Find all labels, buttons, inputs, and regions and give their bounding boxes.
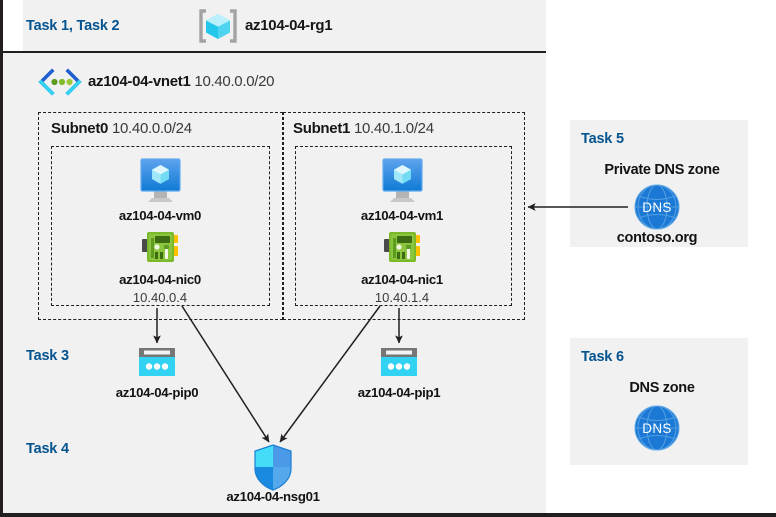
frame-bottom-border bbox=[0, 513, 776, 517]
virtual-machine-icon bbox=[133, 157, 188, 205]
nic0-label: az104-04-nic0 bbox=[119, 272, 201, 287]
public-ip-address-icon bbox=[378, 345, 420, 381]
virtual-machine-icon bbox=[375, 157, 430, 205]
dns-icon-text: DNS bbox=[642, 200, 671, 215]
private-dns-zone-name: contoso.org bbox=[616, 230, 698, 246]
subnet0-cidr: 10.40.0.0/24 bbox=[111, 120, 192, 137]
dns-globe-icon: DNS bbox=[633, 404, 681, 452]
nsg-label: az104-04-nsg01 bbox=[226, 489, 320, 504]
resource-group-name: az104-04-rg1 bbox=[245, 17, 333, 34]
subnet0-boundary bbox=[38, 112, 283, 320]
vnet-address-space: 10.40.0.0/20 bbox=[194, 73, 275, 90]
subnet0-resources-boundary bbox=[51, 146, 270, 306]
subnet1-boundary bbox=[283, 112, 525, 320]
frame-left-border bbox=[0, 0, 3, 517]
vnet-name: az104-04-vnet1 bbox=[88, 73, 191, 90]
task-label-3: Task 3 bbox=[26, 348, 69, 364]
nic1-label: az104-04-nic1 bbox=[361, 272, 443, 287]
resource-group-cube-icon bbox=[198, 7, 238, 45]
nic0-ip: 10.40.0.4 bbox=[132, 290, 188, 305]
subnet0-title-row: Subnet0 10.40.0.0/24 bbox=[51, 120, 192, 137]
pip1-label: az104-04-pip1 bbox=[357, 385, 441, 400]
dns-icon-text: DNS bbox=[642, 421, 671, 436]
dns-globe-icon: DNS bbox=[633, 183, 681, 231]
vm1-label: az104-04-vm1 bbox=[360, 208, 444, 223]
nic1-ip: 10.40.1.4 bbox=[374, 290, 430, 305]
subnet0-name: Subnet0 bbox=[51, 120, 109, 137]
public-dns-heading: DNS zone bbox=[629, 380, 695, 396]
pip0-label: az104-04-pip0 bbox=[115, 385, 199, 400]
resource-group-divider bbox=[0, 51, 546, 53]
private-dns-heading: Private DNS zone bbox=[604, 162, 720, 178]
network-security-group-shield-icon bbox=[251, 443, 295, 493]
task3-panel bbox=[23, 336, 531, 411]
subnet1-title-row: Subnet1 10.40.1.0/24 bbox=[293, 120, 434, 137]
task-label-1-2: Task 1, Task 2 bbox=[26, 18, 120, 34]
subnet1-name: Subnet1 bbox=[293, 120, 351, 137]
network-interface-icon bbox=[382, 229, 423, 265]
task-label-4: Task 4 bbox=[26, 441, 69, 457]
network-interface-icon bbox=[140, 229, 181, 265]
subnet1-cidr: 10.40.1.0/24 bbox=[353, 120, 434, 137]
vnet-title-row: az104-04-vnet1 10.40.0.0/20 bbox=[88, 73, 275, 90]
public-ip-address-icon bbox=[136, 345, 178, 381]
vm0-label: az104-04-vm0 bbox=[118, 208, 202, 223]
task-label-5: Task 5 bbox=[581, 131, 624, 147]
resource-group-header-panel bbox=[23, 0, 546, 51]
vnet-panel bbox=[23, 57, 531, 325]
subnet1-resources-boundary bbox=[295, 146, 512, 306]
virtual-network-icon bbox=[37, 68, 83, 96]
task-label-6: Task 6 bbox=[581, 349, 624, 365]
